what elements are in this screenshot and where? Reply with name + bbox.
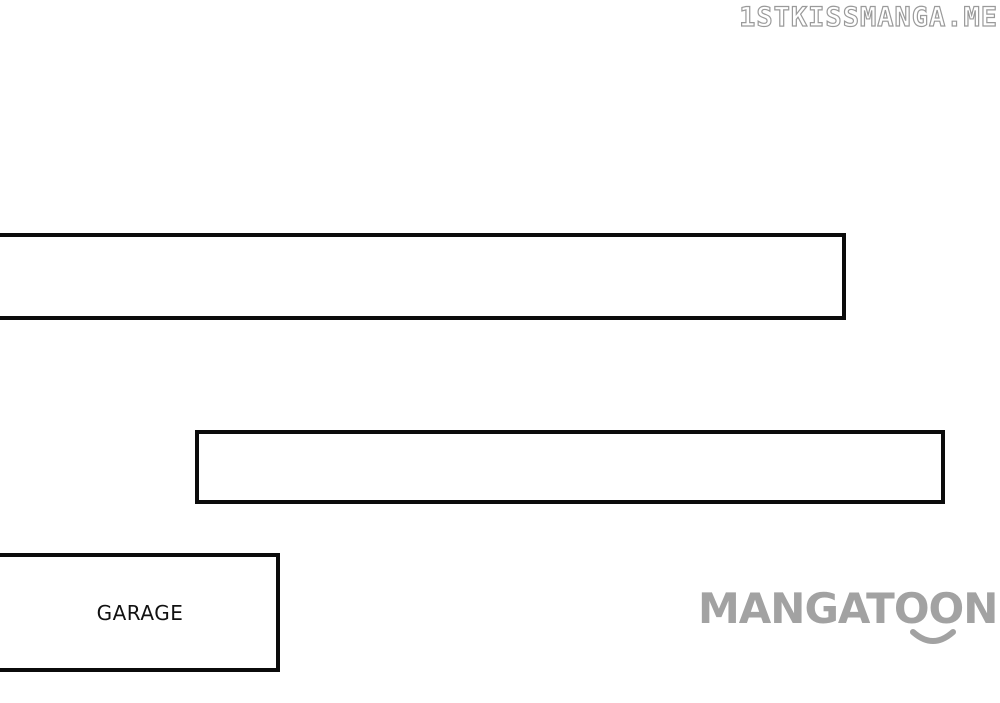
brand-name: MANGATOON xyxy=(698,584,998,633)
caption-box-2 xyxy=(195,430,945,504)
site-watermark: 1STKISSMANGA.ME xyxy=(739,1,998,33)
mangatoon-logo: MANGATOON xyxy=(698,588,1000,658)
smile-icon xyxy=(910,629,956,644)
caption-text-garage: GARAGE xyxy=(96,600,184,625)
caption-box-1 xyxy=(0,233,846,320)
caption-box-garage: GARAGE xyxy=(0,553,280,672)
